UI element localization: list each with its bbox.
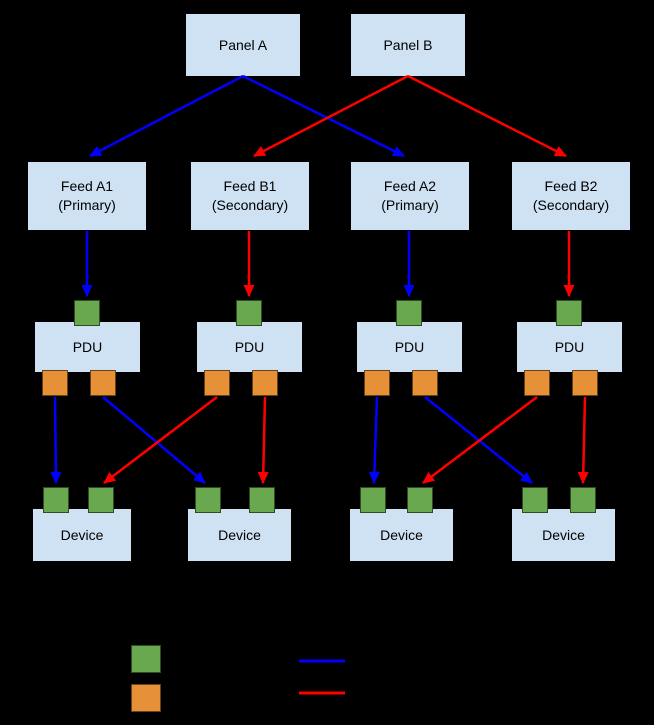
device-1-input-port-right [88,487,114,513]
device-4-label: Device [542,526,585,543]
edge-pdu-2-device-1 [103,396,218,484]
edge-pdu-2-device-2 [257,396,269,484]
node-pdu-4: PDU [517,322,622,372]
legend-output-port-swatch [131,684,161,712]
pdu-1-output-port-right [90,370,116,396]
feed-b1-name: Feed B1 [223,178,277,194]
pdu-2-output-port-right [252,370,278,396]
edge-panel-a-feed-a1 [89,74,244,158]
pdu-1-label: PDU [72,338,103,355]
node-device-3: Device [350,509,453,561]
pdu-3-input-port [396,300,422,326]
pdu-3-output-port-right [412,370,438,396]
legend-input-port-swatch [131,645,161,673]
pdu-1-output-port-left [42,370,68,396]
edge-pdu-4-device-4 [577,396,589,484]
feed-a1-name: Feed A1 [60,178,114,194]
feed-a2-name: Feed A2 [383,178,437,194]
edge-pdu-1-device-2 [102,396,206,484]
feed-a1-role: (Primary) [58,197,116,213]
feed-a2-role: (Primary) [381,197,439,213]
pdu-4-output-port-right [572,370,598,396]
node-device-1: Device [33,509,131,561]
edge-pdu-3-device-3 [368,396,380,484]
edge-pdu-3-device-4 [424,396,533,484]
pdu-3-output-port-left [364,370,390,396]
device-3-label: Device [380,526,423,543]
device-2-label: Device [218,526,261,543]
feed-b2-name: Feed B2 [544,178,598,194]
node-feed-b1: Feed B1 (Secondary) [191,162,309,230]
feed-b1-role: (Secondary) [211,197,289,213]
panel-a-label: Panel A [218,36,268,53]
node-feed-a2: Feed A2 (Primary) [351,162,469,230]
device-2-input-port-right [249,487,275,513]
pdu-4-input-port [556,300,582,326]
edge-pdu-1-device-1 [50,396,62,484]
device-2-input-port-left [195,487,221,513]
pdu-2-input-port [236,300,262,326]
edge-pdu-4-device-3 [422,396,538,484]
pdu-1-input-port [74,300,100,326]
node-feed-b2: Feed B2 (Secondary) [512,162,630,230]
device-4-input-port-right [570,487,596,513]
node-panel-b: Panel B [351,14,465,76]
node-panel-a: Panel A [186,14,300,76]
device-3-input-port-left [360,487,386,513]
edge-panel-b-feed-b1 [253,74,409,158]
node-device-4: Device [512,509,615,561]
node-feed-a1: Feed A1 (Primary) [28,162,146,230]
edge-panel-b-feed-b2 [407,74,567,158]
pdu-4-label: PDU [554,338,585,355]
device-3-input-port-right [407,487,433,513]
panel-b-label: Panel B [383,36,433,53]
pdu-3-label: PDU [394,338,425,355]
pdu-2-output-port-left [204,370,230,396]
feed-b2-role: (Secondary) [532,197,610,213]
pdu-2-label: PDU [234,338,265,355]
edge-panel-a-feed-a2 [242,74,405,158]
node-pdu-1: PDU [35,322,140,372]
node-pdu-3: PDU [357,322,462,372]
device-1-input-port-left [43,487,69,513]
device-4-input-port-left [522,487,548,513]
node-device-2: Device [188,509,291,561]
device-1-label: Device [60,526,104,543]
pdu-4-output-port-left [524,370,550,396]
node-pdu-2: PDU [197,322,302,372]
